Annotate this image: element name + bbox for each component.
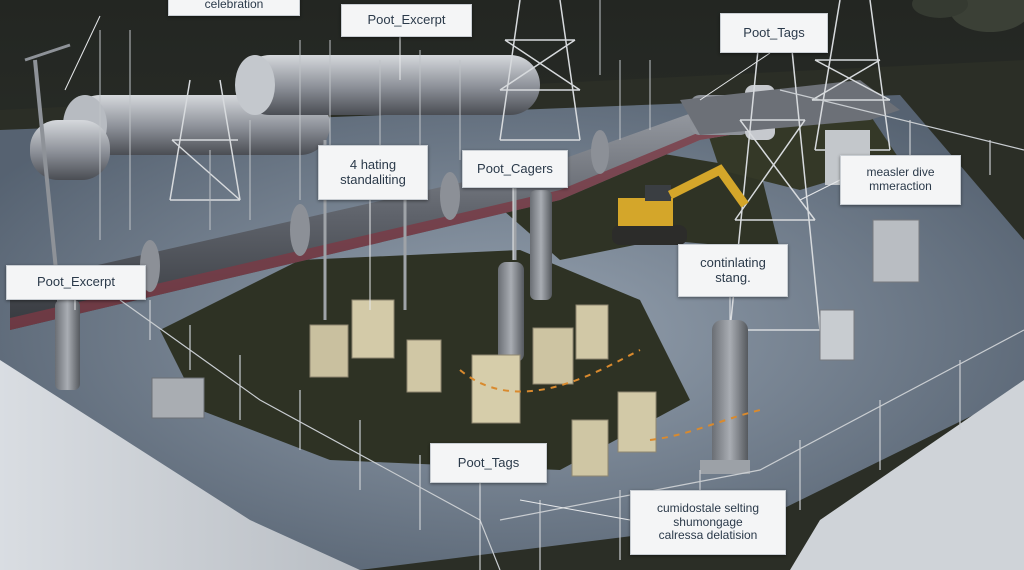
concrete-slab-right <box>790 380 1024 570</box>
callout-post-excerpt-left: Poot_Excerpt <box>6 265 146 300</box>
concrete-slab-left <box>0 360 360 570</box>
transformer-tanks <box>30 55 540 180</box>
callout-pointers <box>64 15 841 570</box>
gray-columns <box>55 140 750 474</box>
electrical-cabinets <box>151 130 920 477</box>
bush <box>912 0 968 18</box>
callout-measler-drive: measler dive mmeraction <box>840 155 961 205</box>
callout-post-excerpt-top: Poot_Excerpt <box>341 4 472 37</box>
callout-controlling-storage: continlating stang. <box>678 244 788 297</box>
callout-post-catgers: Poot_Cagers <box>462 150 568 188</box>
callout-post-tags-top-right: Poot_Tags <box>720 13 828 53</box>
callout-completing-simulation: cumidostale selting shumongage calressa … <box>630 490 786 555</box>
switchgear-structures <box>99 0 651 240</box>
warning-cable <box>459 349 641 393</box>
warning-cable <box>649 409 761 441</box>
excavator <box>612 164 749 245</box>
lattice-towers <box>169 0 891 331</box>
callout-post-tags-bottom: Poot_Tags <box>430 443 547 483</box>
bush <box>950 0 1024 32</box>
callout-heating-standing: 4 hating standaliting <box>318 145 428 200</box>
secondary-pipe <box>680 80 900 135</box>
callout-celebration: celebration <box>168 0 300 16</box>
